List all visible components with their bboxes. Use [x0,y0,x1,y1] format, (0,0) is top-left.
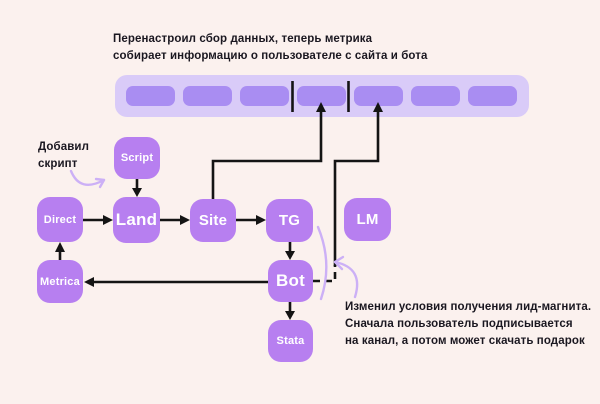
arrow-bot-to-metrica [84,277,268,287]
metric-bar [115,75,529,117]
arrow-script-to-land [132,179,142,197]
node-bot: Bot [268,260,313,302]
metric-bar-segment-5 [354,86,403,106]
annotation-leadmagnet-line2: Сначала пользователь подписывается [345,318,573,330]
metric-bar-segment-6 [411,86,460,106]
metric-bar-segment-4 [297,86,346,106]
metric-bar-segment-2 [183,86,232,106]
annotation-script-line2: скрипт [38,158,78,170]
metric-bar-segment-7 [468,86,517,106]
arrow-tg-to-bot [285,242,295,260]
node-stata: Stata [268,320,313,362]
node-site: Site [190,199,236,242]
annotation-script: Добавил скрипт [38,139,89,173]
metric-bar-segment-1 [126,86,175,106]
node-land: Land [113,197,160,243]
arrow-metrica-to-direct [55,242,65,260]
arrow-land-to-site [160,215,190,225]
arrow-bot-to-bar [313,102,383,283]
arrow-site-to-tg [236,215,266,225]
node-metrica: Metrica [37,260,83,303]
annotation-leadmagnet: Изменил условия получения лид-магнита. С… [345,299,591,350]
annotation-top-line1: Перенастроил сбор данных, теперь метрика [113,33,373,45]
annotation-top: Перенастроил сбор данных, теперь метрика… [113,31,427,65]
node-lm: LM [344,198,391,241]
curved-arrow-script-icon [69,169,106,189]
node-script: Script [114,137,160,179]
annotation-script-line1: Добавил [38,141,90,153]
annotation-top-line2: собирает информацию о пользователе с сай… [113,50,428,62]
metric-bar-segment-3 [240,86,289,106]
arrow-bot-to-stata [285,302,295,320]
annotation-leadmagnet-line3: на канал, а потом может скачать подарок [345,335,585,347]
node-tg: TG [266,199,313,242]
annotation-leadmagnet-line1: Изменил условия получения лид-магнита. [345,301,592,313]
arrow-direct-to-land [83,215,113,225]
node-direct: Direct [37,197,83,242]
